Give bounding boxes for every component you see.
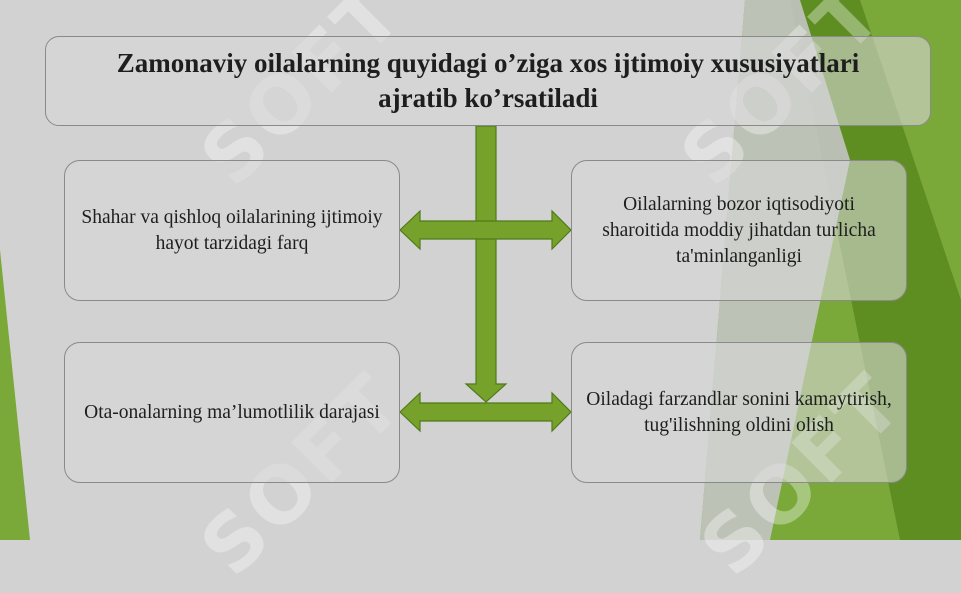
- green-stripe-bottom-left: [0, 250, 30, 540]
- connector-arrows: [399, 125, 572, 433]
- card-urban-rural: Shahar va qishloq oilalarining ijtimoiy …: [64, 160, 400, 301]
- card-text: Ota-onalarning ma’lumotlilik darajasi: [84, 401, 380, 423]
- card-children-count: Oiladagi farzandlar sonini kamaytirish, …: [571, 342, 907, 483]
- vertical-arrow: [464, 125, 508, 403]
- diagram-title-text: Zamonaviy oilalarning quyidagi o’ziga xo…: [116, 48, 860, 113]
- diagram-title: Zamonaviy oilalarning quyidagi o’ziga xo…: [45, 36, 931, 126]
- card-parent-education: Ota-onalarning ma’lumotlilik darajasi: [64, 342, 400, 483]
- card-text: Oiladagi farzandlar sonini kamaytirish, …: [586, 388, 892, 436]
- card-text: Oilalarning bozor iqtisodiyoti sharoitid…: [602, 193, 876, 267]
- card-text: Shahar va qishloq oilalarining ijtimoiy …: [81, 206, 383, 254]
- card-material-provision: Oilalarning bozor iqtisodiyoti sharoitid…: [571, 160, 907, 301]
